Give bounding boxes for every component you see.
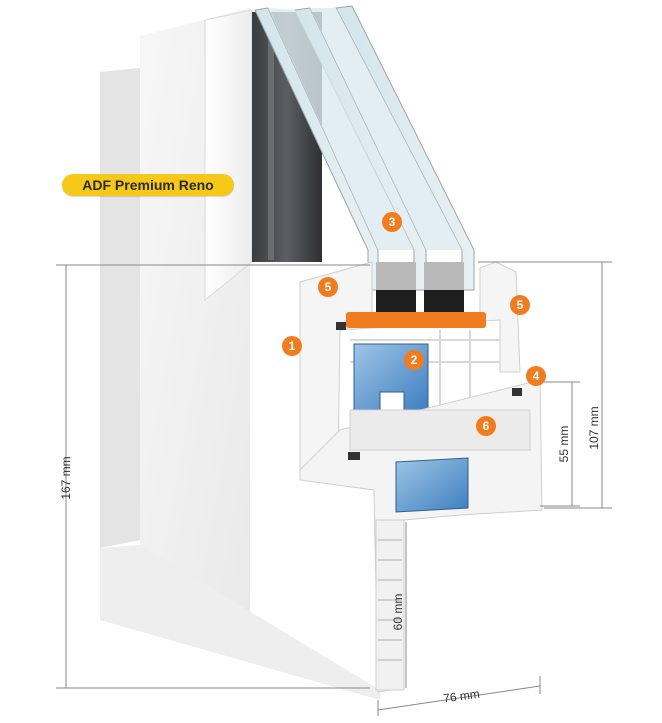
glass-dark-highlight: [268, 14, 274, 260]
svg-text:6: 6: [483, 419, 490, 433]
dim-label-55: 55 mm: [557, 426, 571, 463]
frame-bottom-face: [100, 545, 380, 700]
gasket-orange: [346, 312, 486, 328]
dim-label-76: 76 mm: [442, 687, 480, 706]
dim-line-76: [377, 685, 541, 711]
svg-text:1: 1: [289, 339, 296, 353]
svg-text:5: 5: [517, 298, 524, 312]
gasket-black-1: [336, 322, 346, 330]
dim-label-107: 107 mm: [587, 406, 601, 449]
extension-ribs: [378, 539, 402, 661]
product-label: ADF Premium Reno: [62, 174, 234, 196]
callout-2: 2: [404, 350, 424, 370]
gasket-black-3: [512, 388, 522, 396]
spacer-sealant-right: [424, 290, 464, 312]
spacer-right: [424, 262, 464, 290]
spacer-left: [376, 262, 416, 290]
glass-fill-1: [268, 8, 414, 250]
callout-4: 4: [526, 366, 546, 386]
callout-5-left: 5: [318, 277, 338, 297]
callout-6: 6: [476, 416, 496, 436]
wall-shadow-plane: [100, 68, 140, 548]
dim-label-167: 167 mm: [59, 456, 73, 499]
glass-fill-2: [310, 8, 462, 250]
callout-1: 1: [282, 336, 302, 356]
dim-label-60: 60 mm: [391, 594, 405, 631]
callout-3: 3: [382, 212, 402, 232]
svg-text:2: 2: [411, 353, 418, 367]
gasket-black-2: [348, 452, 360, 460]
frame-face: [204, 9, 253, 302]
svg-text:5: 5: [325, 280, 332, 294]
svg-text:3: 3: [389, 215, 396, 229]
steel-reinforcement-frame: [395, 457, 469, 513]
extension-strip: [375, 519, 405, 691]
svg-text:4: 4: [533, 369, 540, 383]
spacer-sealant-left: [376, 290, 416, 312]
frame-chamber: [349, 409, 531, 451]
callout-5-right: 5: [510, 295, 530, 315]
